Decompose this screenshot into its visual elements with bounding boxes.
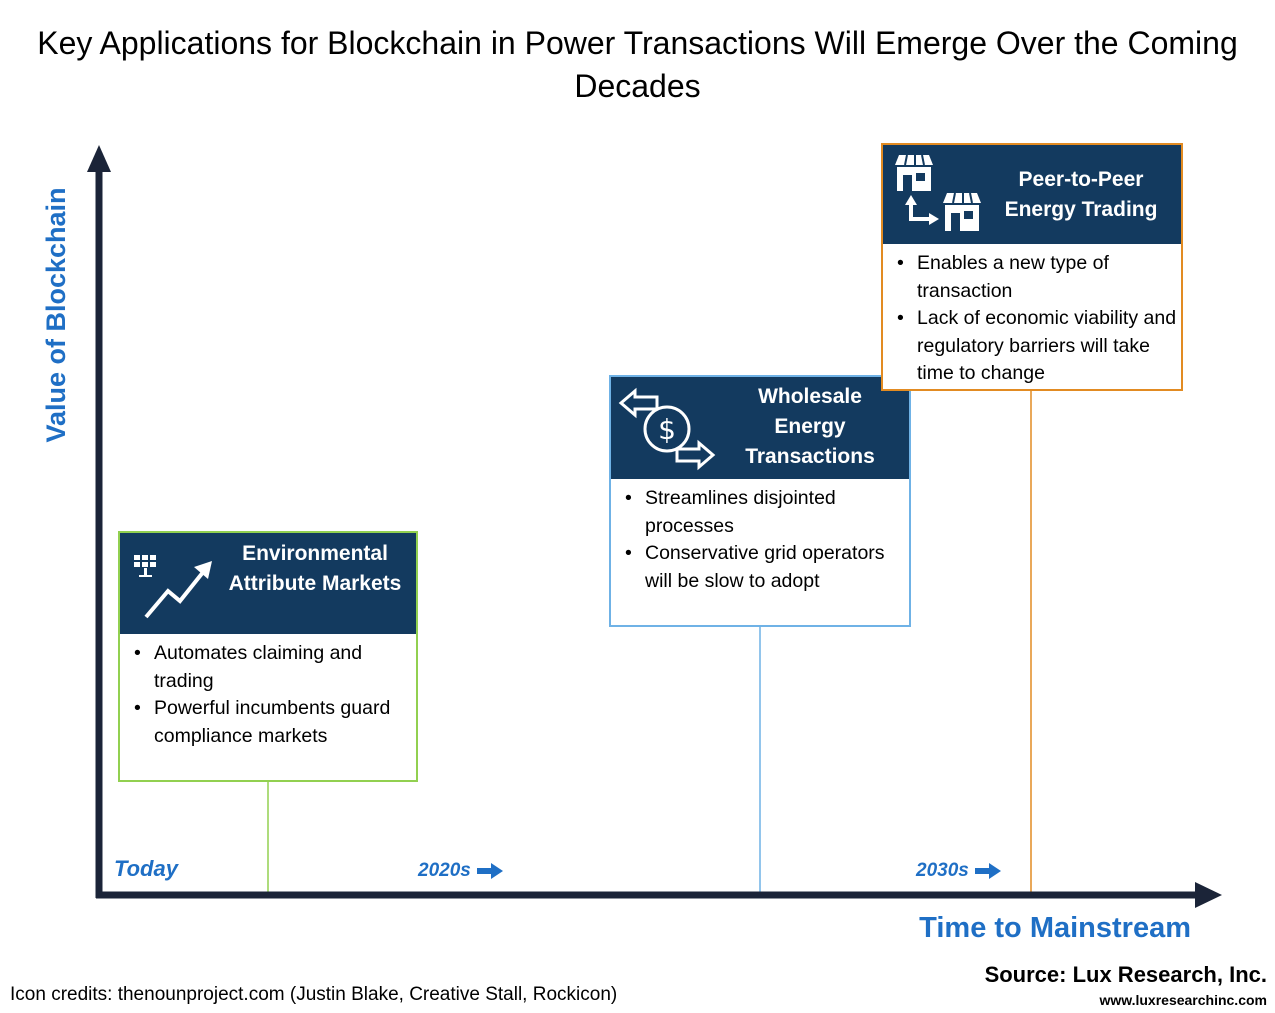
x-axis-label: Time to Mainstream (919, 912, 1191, 944)
card-header: Environmental Attribute Markets (120, 533, 416, 634)
card-wholesale-energy-transactions: $ Wholesale Energy Transactions Streamli… (609, 375, 911, 627)
arrow-right-icon (476, 862, 503, 879)
icon-credits: Icon credits: thenounproject.com (Justin… (10, 984, 618, 1005)
tick-today-label: Today (114, 856, 178, 881)
y-axis-label: Value of Blockchain (41, 187, 71, 443)
bullet-item: Automates claiming and trading (120, 640, 416, 695)
bullet-item: Powerful incumbents guard compliance mar… (120, 695, 416, 750)
card-bullets: Automates claiming and trading Powerful … (120, 634, 416, 750)
tick-2030s-label: 2030s (916, 860, 969, 881)
dollar-exchange-icon: $ (618, 387, 716, 471)
source-name: Source: Lux Research, Inc. (984, 962, 1267, 987)
card-bullets: Streamlines disjointed processes Conserv… (611, 479, 909, 595)
card-header: $ Wholesale Energy Transactions (611, 377, 909, 479)
card-header: Peer-to-Peer Energy Trading (883, 145, 1181, 244)
bullet-item: Conservative grid operators will be slow… (611, 540, 909, 595)
y-axis-arrowhead (87, 145, 111, 172)
page-title: Key Applications for Blockchain in Power… (37, 25, 1238, 104)
bullet-item: Lack of economic viability and regulator… (883, 305, 1181, 388)
card-title: Environmental Attribute Markets (228, 542, 402, 595)
x-axis-arrowhead (1195, 882, 1222, 908)
tick-today: Today (114, 856, 178, 882)
source-url: www.luxresearchinc.com (1099, 992, 1267, 1008)
tick-2030s: 2030s (916, 860, 1001, 882)
card-title: Wholesale Energy Transactions (745, 385, 875, 468)
card-environmental-attribute-markets: Environmental Attribute Markets Automate… (118, 531, 418, 782)
svg-text:$: $ (658, 413, 676, 446)
tick-2020s: 2020s (418, 860, 503, 882)
bullet-item: Enables a new type of transaction (883, 250, 1181, 305)
solar-growth-icon (134, 555, 212, 619)
tick-2020s-label: 2020s (418, 860, 471, 881)
solar-houses-icon (895, 154, 981, 231)
card-title: Peer-to-Peer Energy Trading (1004, 168, 1158, 221)
source-block: Source: Lux Research, Inc. www.luxresear… (985, 962, 1267, 1008)
card-bullets: Enables a new type of transaction Lack o… (883, 244, 1181, 388)
arrow-right-icon (974, 862, 1001, 879)
card-peer-to-peer-energy-trading: Peer-to-Peer Energy Trading Enables a ne… (881, 143, 1183, 391)
bullet-item: Streamlines disjointed processes (611, 485, 909, 540)
